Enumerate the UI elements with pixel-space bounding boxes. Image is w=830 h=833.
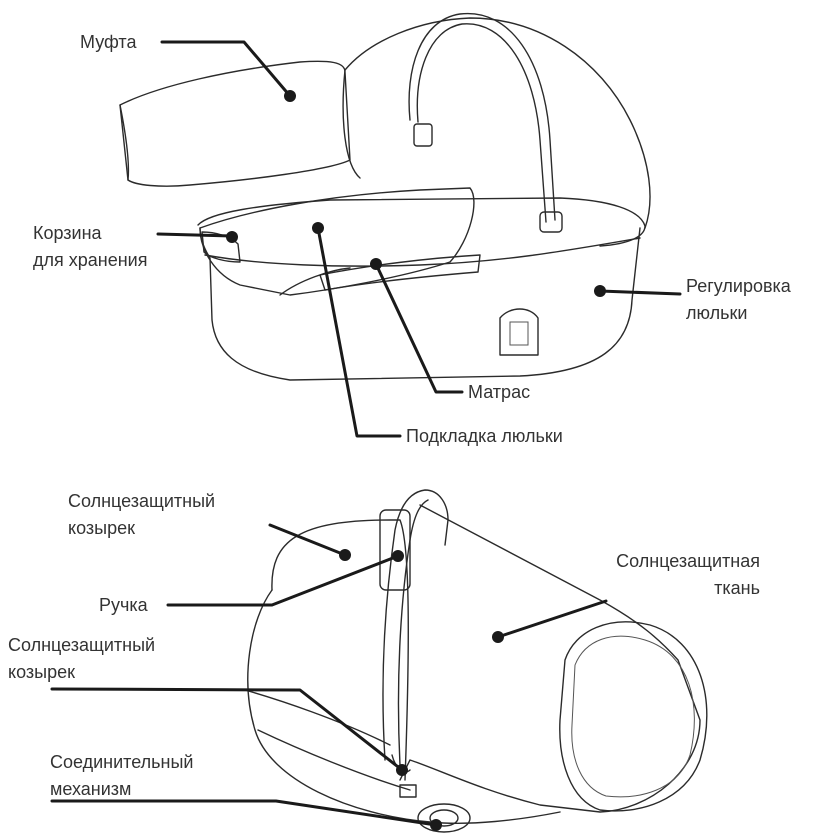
bassinet-illustration [120, 14, 650, 380]
label-mattress: Матрас [468, 381, 530, 403]
label-bassinet-liner: Подкладка люльки [406, 425, 563, 447]
label-muff: Муфта [80, 31, 136, 53]
label-sun-fabric-line1: Солнцезащитная [616, 550, 760, 572]
label-bassinet-adjust-line1: Регулировка [686, 275, 791, 297]
label-canopy-line1: Солнцезащитный [68, 490, 215, 512]
label-storage-basket-line1: Корзина [33, 222, 102, 244]
label-handle: Ручка [99, 594, 148, 616]
label-sun-fabric-line2: ткань [714, 577, 760, 599]
label-connector-line1: Соединительный [50, 751, 193, 773]
label-canopy2-line2: козырек [8, 661, 75, 683]
label-connector-line2: механизм [50, 778, 131, 800]
label-canopy-line2: козырек [68, 517, 135, 539]
top-leaders [158, 42, 680, 436]
label-bassinet-adjust-line2: люльки [686, 302, 747, 324]
bottom-leaders [52, 525, 606, 831]
label-canopy2-line1: Солнцезащитный [8, 634, 155, 656]
label-storage-basket-line2: для хранения [33, 249, 147, 271]
